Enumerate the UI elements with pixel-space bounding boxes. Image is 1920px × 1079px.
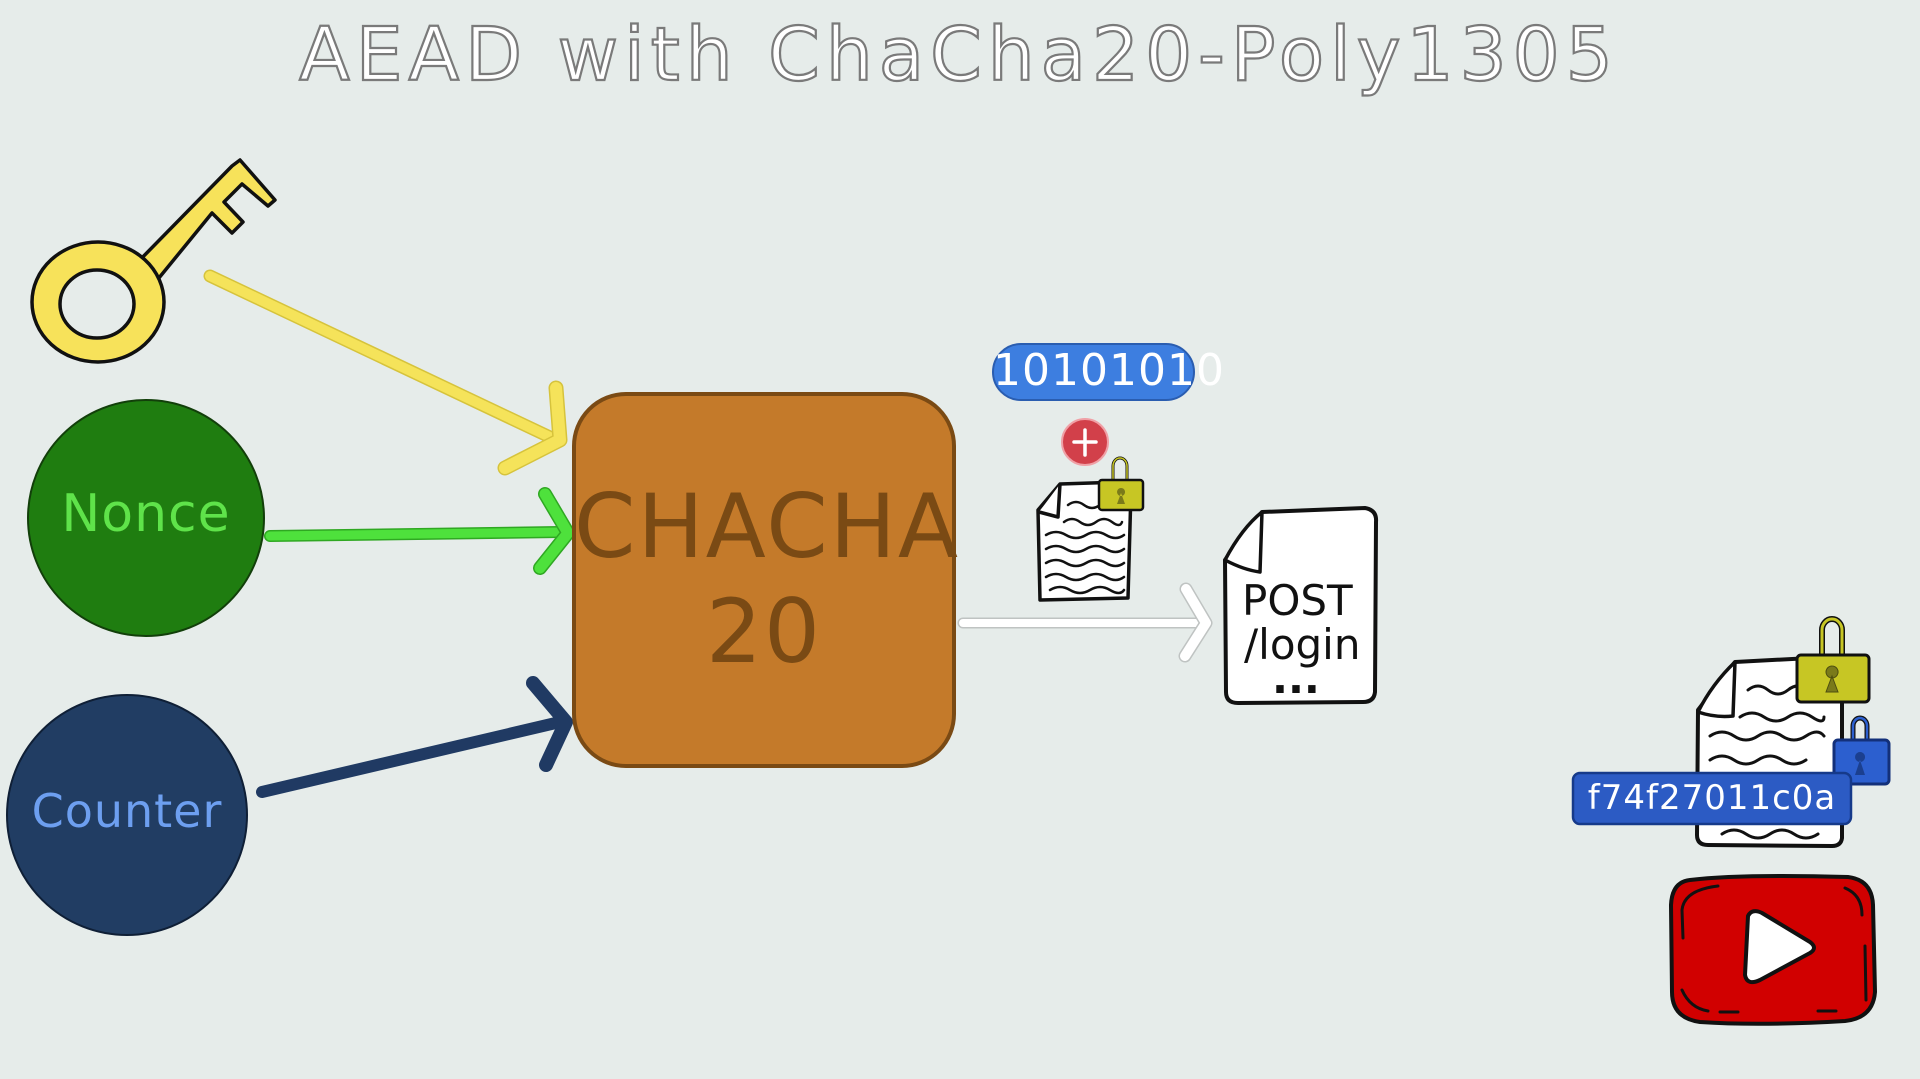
keystream-binary-pill [992, 343, 1195, 401]
output-arrow [957, 582, 1213, 663]
chacha20-block [572, 392, 956, 768]
key-arrow [203, 269, 568, 476]
nonce-label: Nonce [61, 484, 231, 544]
youtube-play-icon[interactable] [1668, 874, 1878, 1026]
post-doc-line3: ... [1272, 654, 1320, 703]
auth-tag-bar [1571, 771, 1853, 826]
chacha20-label-line2: 20 [706, 580, 822, 683]
diagram-title: AEAD with ChaCha20-Poly1305 [299, 12, 1619, 98]
plus-icon [1061, 418, 1109, 466]
keystream-binary-text: 10101010 [993, 345, 1225, 396]
auth-tag-text: f74f27011c0a [1587, 778, 1837, 818]
locked-document-icon [1036, 456, 1145, 602]
nonce-circle [27, 399, 265, 637]
chacha20-label-line1: CHACHA [574, 475, 961, 578]
counter-arrow [256, 676, 573, 798]
counter-circle [6, 694, 248, 936]
counter-label: Counter [31, 784, 223, 838]
plaintext-document [1223, 506, 1379, 705]
post-doc-line2: /login [1244, 620, 1361, 669]
key-icon [30, 158, 277, 364]
post-doc-line1: POST [1242, 576, 1353, 625]
nonce-arrow [264, 487, 575, 575]
